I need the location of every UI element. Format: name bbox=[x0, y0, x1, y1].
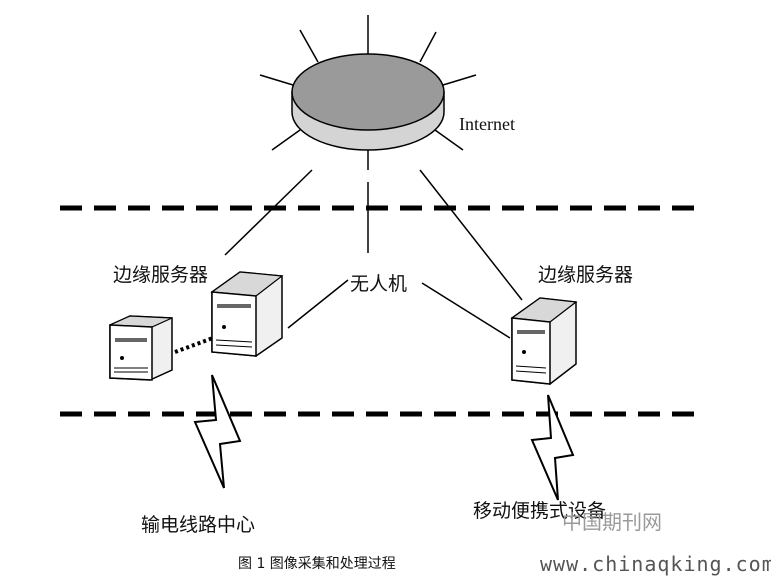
link-uav-right-server bbox=[421, 282, 511, 339]
link-server-server-dotted bbox=[174, 336, 214, 354]
watermark-name: 中国期刊网 bbox=[562, 510, 662, 534]
right-wireless-bolt-icon bbox=[530, 394, 575, 501]
mobile-device-label: 移动便携式设备 bbox=[473, 500, 607, 522]
watermark-site: www.chinaqking.com bbox=[540, 552, 771, 576]
left-server-small-icon bbox=[109, 315, 173, 381]
internet-label: Internet bbox=[459, 114, 515, 134]
link-internet-right-server bbox=[419, 169, 523, 301]
uav-label: 无人机 bbox=[350, 273, 408, 295]
power-center-label: 输电线路中心 bbox=[141, 514, 256, 536]
edge-server-right-label: 边缘服务器 bbox=[538, 264, 634, 286]
left-wireless-bolt-icon bbox=[193, 374, 242, 489]
link-internet-left-server bbox=[224, 169, 313, 256]
internet-disk-icon bbox=[259, 15, 477, 170]
link-uav-left-server bbox=[287, 279, 349, 329]
left-edge-server-icon bbox=[210, 271, 284, 357]
right-edge-server-icon bbox=[510, 297, 578, 385]
figure-caption: 图 1 图像采集和处理过程 bbox=[238, 556, 396, 572]
edge-server-left-label: 边缘服务器 bbox=[113, 264, 209, 286]
